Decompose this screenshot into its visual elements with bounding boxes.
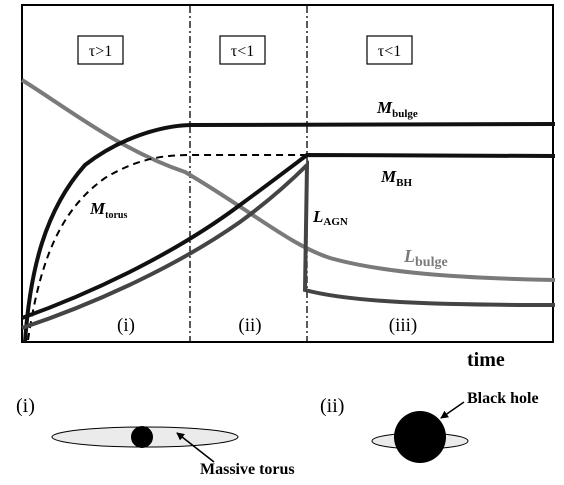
curve-m-bh <box>21 152 556 320</box>
tau-box-phase-3: τ<1 <box>366 35 413 65</box>
inset-2-label: (ii) <box>320 395 344 417</box>
tau-label-phase-3: τ<1 <box>378 43 401 60</box>
curve-l-agn <box>21 160 556 330</box>
inset-1-caption: Massive torus <box>200 461 295 478</box>
label-m-torus: Mtorus <box>89 199 127 221</box>
label-m-bulge-sub: bulge <box>392 108 418 120</box>
label-m-bh: MBH <box>380 167 412 189</box>
curve-m-torus <box>27 154 307 341</box>
tau-label-phase-1: τ>1 <box>89 43 112 60</box>
label-l-bulge-sub: bulge <box>415 255 448 270</box>
label-l-agn-sub: AGN <box>323 216 348 228</box>
inset-2-caption: Black hole <box>467 390 539 407</box>
black-hole-arrow <box>440 401 465 419</box>
phase-label-1: (i) <box>117 315 135 336</box>
curve-l-bulge <box>20 78 556 282</box>
torus-arrow <box>176 432 215 463</box>
label-m-bulge: Mbulge <box>376 98 418 120</box>
phase-label-2: (ii) <box>238 315 261 336</box>
black-hole-large <box>394 411 446 463</box>
curve-m-bulge <box>23 122 556 343</box>
black-hole-small <box>131 426 153 448</box>
label-l-agn: LAGN <box>312 207 348 228</box>
tau-label-phase-2: τ<1 <box>231 43 254 60</box>
label-l-bulge: Lbulge <box>403 246 448 270</box>
phase-label-3: (iii) <box>389 315 418 336</box>
inset-1-label: (i) <box>16 395 35 417</box>
label-m-bh-sub: BH <box>396 177 412 189</box>
x-axis-label: time <box>467 349 505 371</box>
tau-box-phase-2: τ<1 <box>219 35 266 65</box>
label-m-torus-sub: torus <box>105 210 127 221</box>
tau-box-phase-1: τ>1 <box>77 35 124 65</box>
plot-frame <box>21 4 554 343</box>
